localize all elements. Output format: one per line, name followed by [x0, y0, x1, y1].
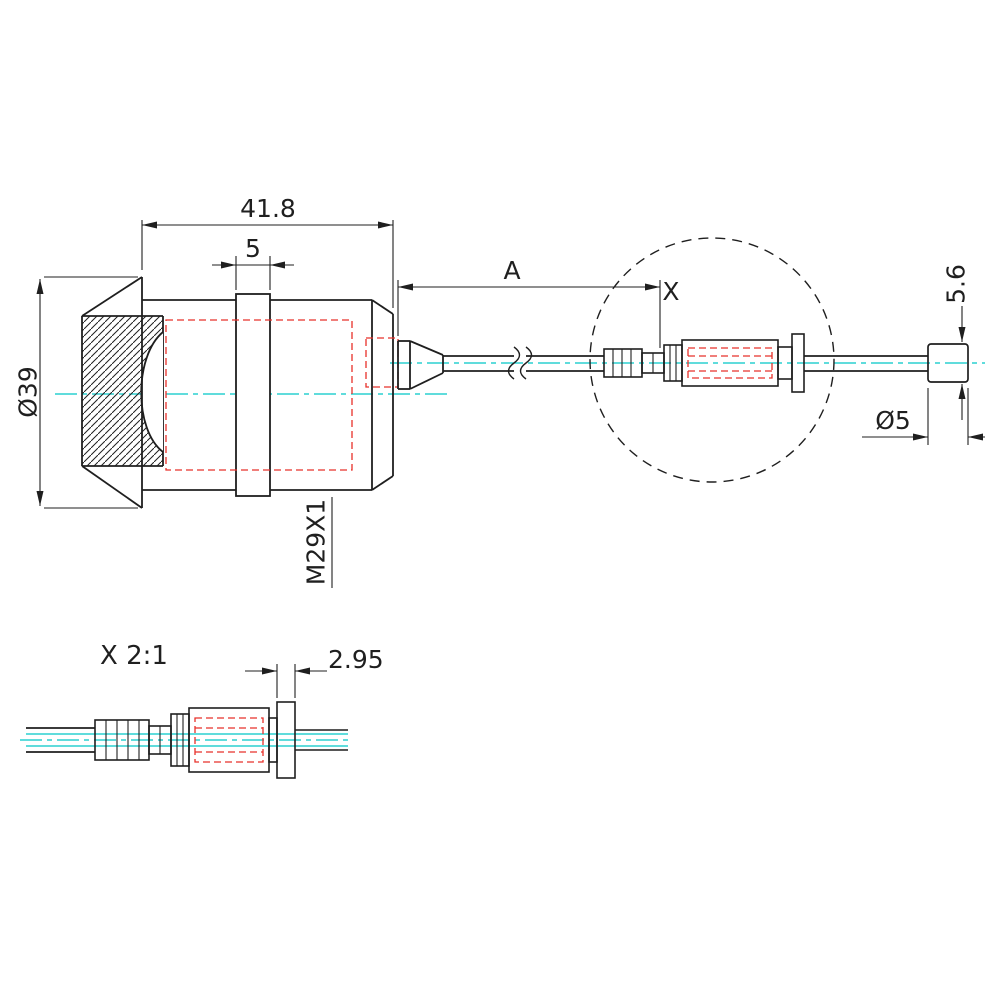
- dim-overall-length: 41.8: [240, 194, 296, 223]
- hidden-lines: [165, 319, 399, 471]
- thread-label: M29X1: [302, 499, 331, 585]
- cable-end-sleeve: [927, 343, 969, 383]
- detail-view: X 2:1 2: [20, 641, 384, 779]
- dimensions: 41.8 5 A X Ø39 M29X1 5.6 Ø5: [14, 194, 985, 588]
- dim-tip-height: 5.6: [942, 264, 971, 304]
- lock-nut: [235, 293, 271, 497]
- dim-nut-width: 5: [245, 234, 261, 263]
- dim-detail-flange-width: 2.95: [328, 645, 384, 674]
- dim-cable-diameter: Ø5: [875, 406, 911, 435]
- cable: [443, 346, 928, 380]
- detail-marker-label: X: [662, 277, 679, 306]
- flange-section: [81, 276, 164, 509]
- connector-assembly: [603, 333, 805, 393]
- dim-flange-diameter: Ø39: [14, 366, 43, 418]
- detail-title: X 2:1: [100, 641, 168, 671]
- cable-boss: [397, 340, 444, 390]
- detail-circle: [589, 237, 835, 483]
- centerlines: [55, 362, 985, 395]
- dim-cable-length: A: [503, 256, 520, 285]
